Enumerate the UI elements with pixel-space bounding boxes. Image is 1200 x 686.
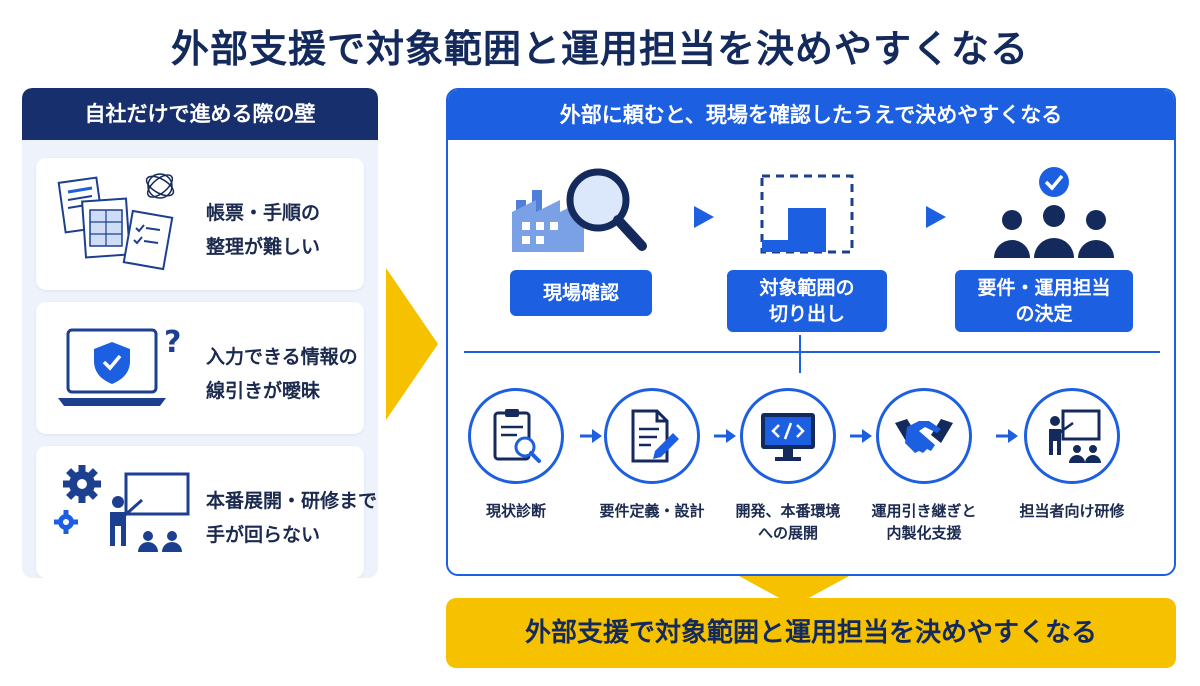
handshake-icon — [895, 419, 953, 453]
process-arrow-1-icon — [580, 429, 602, 443]
clipboard-search-icon — [493, 409, 541, 463]
svg-text:?: ? — [164, 325, 181, 360]
barrier-1-line-1: 帳票・手順の — [206, 202, 321, 224]
gears-presenter-icon — [54, 465, 190, 552]
left-panel-barriers: 自社だけで進める際の壁 帳票・手順の 整理が難しい — [22, 88, 378, 578]
barrier-2-line-1: 入力できる情報の — [206, 346, 358, 368]
process-4-line-1: 運用引き継ぎと — [871, 502, 977, 520]
barrier-card-documents: 帳票・手順の 整理が難しい — [36, 158, 364, 290]
laptop-shield-question-icon: ? — [58, 325, 181, 406]
documents-tangle-icon — [57, 173, 175, 271]
process-arrow-4-icon — [996, 429, 1018, 443]
team-check-icon — [994, 167, 1114, 258]
step-2-line-1: 対象範囲の — [759, 277, 855, 299]
step-scope-extract: 対象範囲の 切り出し — [727, 270, 887, 332]
process-arrow-2-icon — [714, 429, 736, 443]
document-pen-icon — [631, 409, 679, 463]
left-panel-header: 自社だけで進める際の壁 — [22, 88, 378, 140]
barrier-1-line-2: 整理が難しい — [206, 236, 321, 258]
barrier-card-input-info: ? 入力できる情報の 線引きが曖昧 — [36, 302, 364, 434]
big-yellow-arrow-icon — [386, 268, 438, 420]
presenter-board-icon — [1049, 409, 1101, 463]
down-arrow-notch-icon — [739, 576, 849, 606]
step-site-check: 現場確認 — [510, 270, 652, 316]
monitor-code-icon — [761, 413, 815, 461]
page-title: 外部支援で対象範囲と運用担当を決めやすくなる — [170, 27, 1029, 71]
barrier-2-line-2: 線引きが曖昧 — [206, 380, 321, 402]
step-requirements-decision: 要件・運用担当 の決定 — [955, 270, 1133, 332]
right-panel-external-support: 外部に頼むと、現場を確認したうえで決めやすくなる — [446, 88, 1176, 576]
right-panel-header: 外部に頼むと、現場を確認したうえで決めやすくなる — [448, 90, 1174, 140]
step-1-line-1: 現場確認 — [542, 282, 619, 304]
process-arrow-3-icon — [850, 429, 872, 443]
divider-line — [464, 351, 1160, 353]
step-arrow-1-icon — [694, 206, 714, 228]
process-2-label: 要件定義・設計 — [599, 502, 705, 520]
process-circle-requirements — [604, 388, 700, 484]
barrier-3-line-1: 本番展開・研修まで — [206, 490, 378, 512]
process-1-label: 現状診断 — [485, 502, 546, 520]
step-3-line-2: の決定 — [1015, 303, 1073, 325]
bottom-conclusion-banner: 外部支援で対象範囲と運用担当を決めやすくなる — [446, 598, 1176, 668]
factory-magnifier-icon — [512, 168, 647, 252]
step-2-line-2: 切り出し — [768, 303, 845, 325]
step-arrow-2-icon — [926, 206, 946, 228]
process-circle-handover — [876, 388, 972, 484]
barrier-card-deploy-training: 本番展開・研修まで 手が回らない — [36, 446, 378, 578]
process-4-line-2: 内製化支援 — [886, 524, 962, 542]
process-3-line-1: 開発、本番環境 — [735, 502, 841, 520]
process-5-label: 担当者向け研修 — [1019, 502, 1125, 520]
process-circle-diagnosis — [468, 388, 564, 484]
barrier-3-line-2: 手が回らない — [206, 524, 321, 546]
process-circle-training — [1024, 388, 1120, 484]
process-circle-development — [740, 388, 836, 484]
process-3-line-2: への展開 — [757, 524, 818, 542]
step-3-line-1: 要件・運用担当 — [977, 277, 1111, 299]
scope-extract-icon — [760, 174, 854, 254]
connector-vertical — [799, 335, 801, 373]
